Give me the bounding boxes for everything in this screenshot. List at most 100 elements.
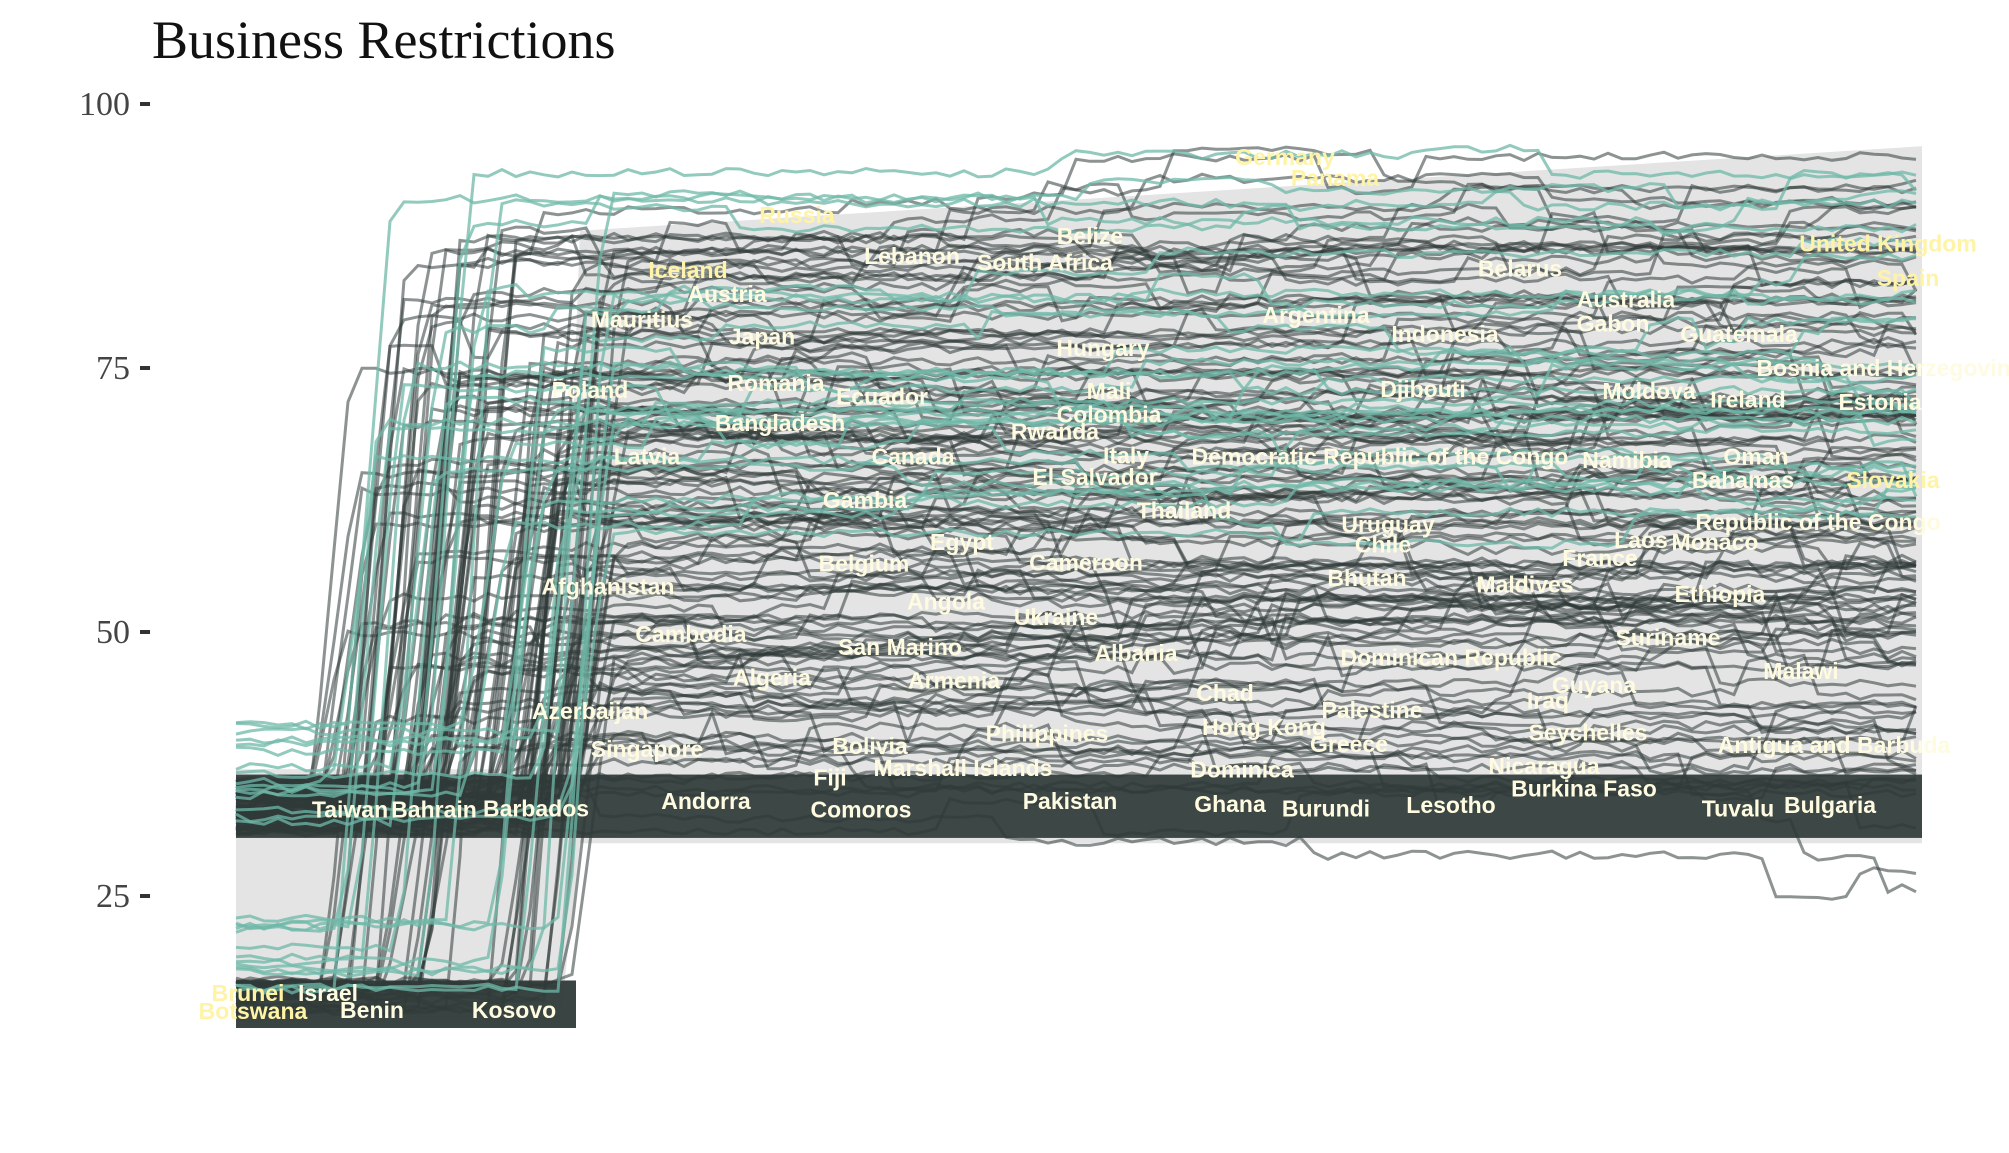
series-line bbox=[235, 513, 1917, 1017]
country-label: Canada bbox=[871, 444, 954, 470]
highlight-series-line bbox=[235, 344, 1918, 977]
country-label: Egypt bbox=[930, 529, 994, 555]
series-line bbox=[235, 284, 1917, 808]
country-label: Lebanon bbox=[864, 243, 960, 269]
country-label: Iceland bbox=[648, 257, 727, 283]
country-label: Algeria bbox=[733, 664, 811, 690]
country-label: Nicaragua bbox=[1488, 753, 1599, 779]
country-label: Argentina bbox=[1262, 302, 1370, 328]
country-label: Monaco bbox=[1672, 529, 1759, 555]
country-label: Gambia bbox=[823, 487, 908, 513]
country-label: Bulgaria bbox=[1784, 792, 1876, 818]
dark-series-layer bbox=[235, 145, 1922, 1028]
country-label: Azerbaijan bbox=[532, 698, 648, 724]
series-line bbox=[235, 687, 1917, 786]
country-label: Ukraine bbox=[1014, 604, 1098, 630]
country-label: Maldives bbox=[1476, 571, 1573, 597]
series-line bbox=[235, 709, 1917, 987]
country-label: Bahamas bbox=[1692, 467, 1794, 493]
country-label: Spain bbox=[1877, 265, 1940, 291]
country-label: Latvia bbox=[614, 444, 681, 470]
country-label: Guyana bbox=[1552, 672, 1637, 698]
country-label: Andorra bbox=[661, 788, 751, 814]
country-label: Djibouti bbox=[1380, 376, 1466, 402]
country-label: Armenia bbox=[908, 668, 1000, 694]
country-label: Mauritius bbox=[591, 306, 693, 332]
country-label: Belgium bbox=[819, 550, 910, 576]
country-label: Estonia bbox=[1838, 389, 1921, 415]
country-label: United Kingdom bbox=[1799, 230, 1977, 256]
country-label: Ecuador bbox=[836, 384, 928, 410]
highlight-series-line bbox=[235, 189, 1917, 795]
country-label: Republic of the Congo bbox=[1695, 509, 1940, 535]
country-label: Slovakia bbox=[1846, 467, 1940, 493]
highlight-series-line bbox=[235, 182, 1917, 925]
series-line bbox=[235, 265, 1918, 791]
country-label: Mali bbox=[1087, 378, 1132, 404]
country-label: Ireland bbox=[1710, 387, 1785, 413]
country-label: Burkina Faso bbox=[1511, 775, 1657, 801]
country-label: Palestine bbox=[1322, 697, 1423, 723]
country-label: Panama bbox=[1291, 165, 1379, 191]
country-label: Democratic Republic of the Congo bbox=[1192, 444, 1569, 470]
highlight-series-line bbox=[235, 360, 1917, 931]
country-label: Dominican Republic bbox=[1340, 644, 1561, 670]
country-label: Uruguay bbox=[1341, 511, 1435, 537]
country-label: Malawi bbox=[1763, 658, 1838, 684]
country-label: Kosovo bbox=[472, 997, 556, 1023]
country-label: Bosnia and Herzegovina bbox=[1756, 355, 2009, 381]
country-label: Gabon bbox=[1577, 311, 1650, 337]
country-label: Dominica bbox=[1190, 756, 1294, 782]
series-line bbox=[235, 347, 1917, 817]
country-label: Comoros bbox=[811, 796, 912, 822]
highlight-series-layer bbox=[235, 143, 1918, 995]
country-label: Germany bbox=[1235, 144, 1335, 170]
country-label: Russia bbox=[759, 202, 835, 228]
highlight-series-line bbox=[235, 404, 1917, 967]
country-label: Burundi bbox=[1282, 795, 1370, 821]
y-tick-label: 75 bbox=[96, 350, 130, 387]
country-label: Colombia bbox=[1057, 401, 1162, 427]
country-label: Austria bbox=[687, 281, 766, 307]
highlight-series-line bbox=[235, 373, 1917, 828]
series-line bbox=[235, 594, 1917, 801]
country-label: Ethiopia bbox=[1675, 581, 1766, 607]
highlight-series-line bbox=[235, 271, 1917, 773]
country-label: Bahrain bbox=[391, 796, 477, 822]
country-label: Indonesia bbox=[1391, 321, 1499, 347]
country-label: Afghanistan bbox=[542, 574, 675, 600]
country-label: Chile bbox=[1355, 531, 1411, 557]
country-label: Lesotho bbox=[1406, 792, 1495, 818]
country-label: Belarus bbox=[1478, 256, 1562, 282]
country-label: Bangladesh bbox=[715, 410, 845, 436]
highlight-series-line bbox=[235, 143, 1918, 792]
country-label: San Marino bbox=[838, 634, 962, 660]
series-line bbox=[235, 234, 1917, 823]
y-tick-label: 25 bbox=[96, 878, 130, 915]
country-label: Seychelles bbox=[1529, 719, 1648, 745]
country-label: Rwanda bbox=[1011, 418, 1099, 444]
series-line bbox=[235, 395, 1917, 823]
country-label: Chad bbox=[1196, 680, 1254, 706]
highlight-series-line bbox=[235, 452, 1917, 993]
country-label: Iraq bbox=[1527, 688, 1569, 714]
highlight-series-line bbox=[235, 307, 1917, 780]
country-label: Israel bbox=[298, 980, 358, 1006]
country-label: Philippines bbox=[986, 720, 1109, 746]
dense-series-band bbox=[236, 774, 1922, 838]
series-line bbox=[235, 447, 1917, 815]
country-label: Antigua and Barbuda bbox=[1718, 732, 1951, 758]
country-label: Fiji bbox=[813, 765, 846, 791]
series-line bbox=[235, 445, 1917, 790]
country-label: Bhutan bbox=[1327, 565, 1406, 591]
country-label: Japan bbox=[729, 323, 795, 349]
chart-title: Business Restrictions bbox=[152, 10, 616, 70]
country-label: Australia bbox=[1577, 286, 1676, 312]
country-label: Hong Kong bbox=[1202, 714, 1326, 740]
country-label: Ghana bbox=[1194, 791, 1266, 817]
country-label: Botswana bbox=[199, 998, 308, 1024]
highlight-series-line bbox=[235, 345, 1917, 929]
